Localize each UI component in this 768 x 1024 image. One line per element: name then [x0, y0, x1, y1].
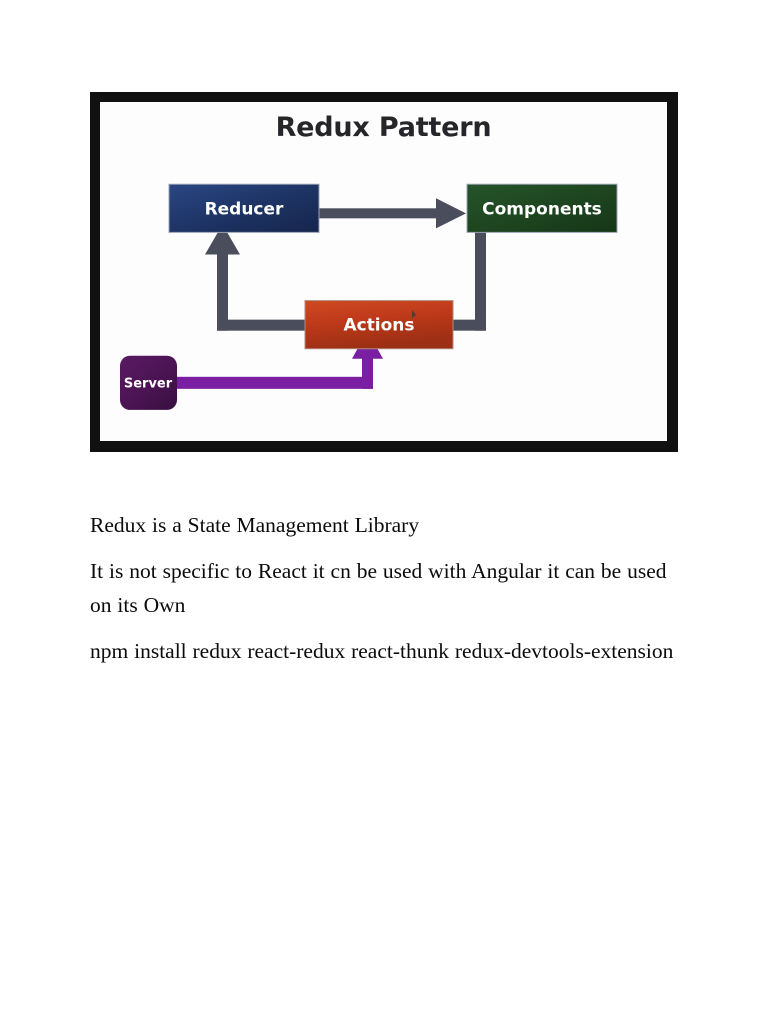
- paragraph-framework: It is not specific to React it cn be use…: [90, 559, 667, 617]
- redux-flow-diagram: Reducer Components Actions Server: [120, 183, 618, 410]
- node-server-label: Server: [124, 376, 173, 391]
- cursor-artifact: [412, 310, 416, 318]
- node-actions: Actions: [304, 300, 454, 350]
- figure-canvas: Redux Pattern: [100, 102, 667, 441]
- node-components-label: Components: [482, 199, 602, 219]
- node-components: Components: [466, 183, 618, 233]
- paragraph-install-cmd: npm install redux react-redux react-thun…: [90, 639, 674, 663]
- node-server: Server: [120, 355, 177, 410]
- node-reducer: Reducer: [168, 183, 320, 233]
- diagram-title: Redux Pattern: [275, 112, 492, 143]
- edge-actions-to-reducer: [205, 224, 317, 331]
- edge-reducer-to-components: [318, 198, 466, 229]
- document-body: Redux is a State Management Library It i…: [90, 508, 682, 668]
- node-actions-label: Actions: [343, 316, 414, 336]
- paragraph-intro: Redux is a State Management Library: [90, 513, 420, 537]
- node-reducer-label: Reducer: [205, 199, 284, 219]
- redux-pattern-figure: Redux Pattern: [90, 92, 678, 452]
